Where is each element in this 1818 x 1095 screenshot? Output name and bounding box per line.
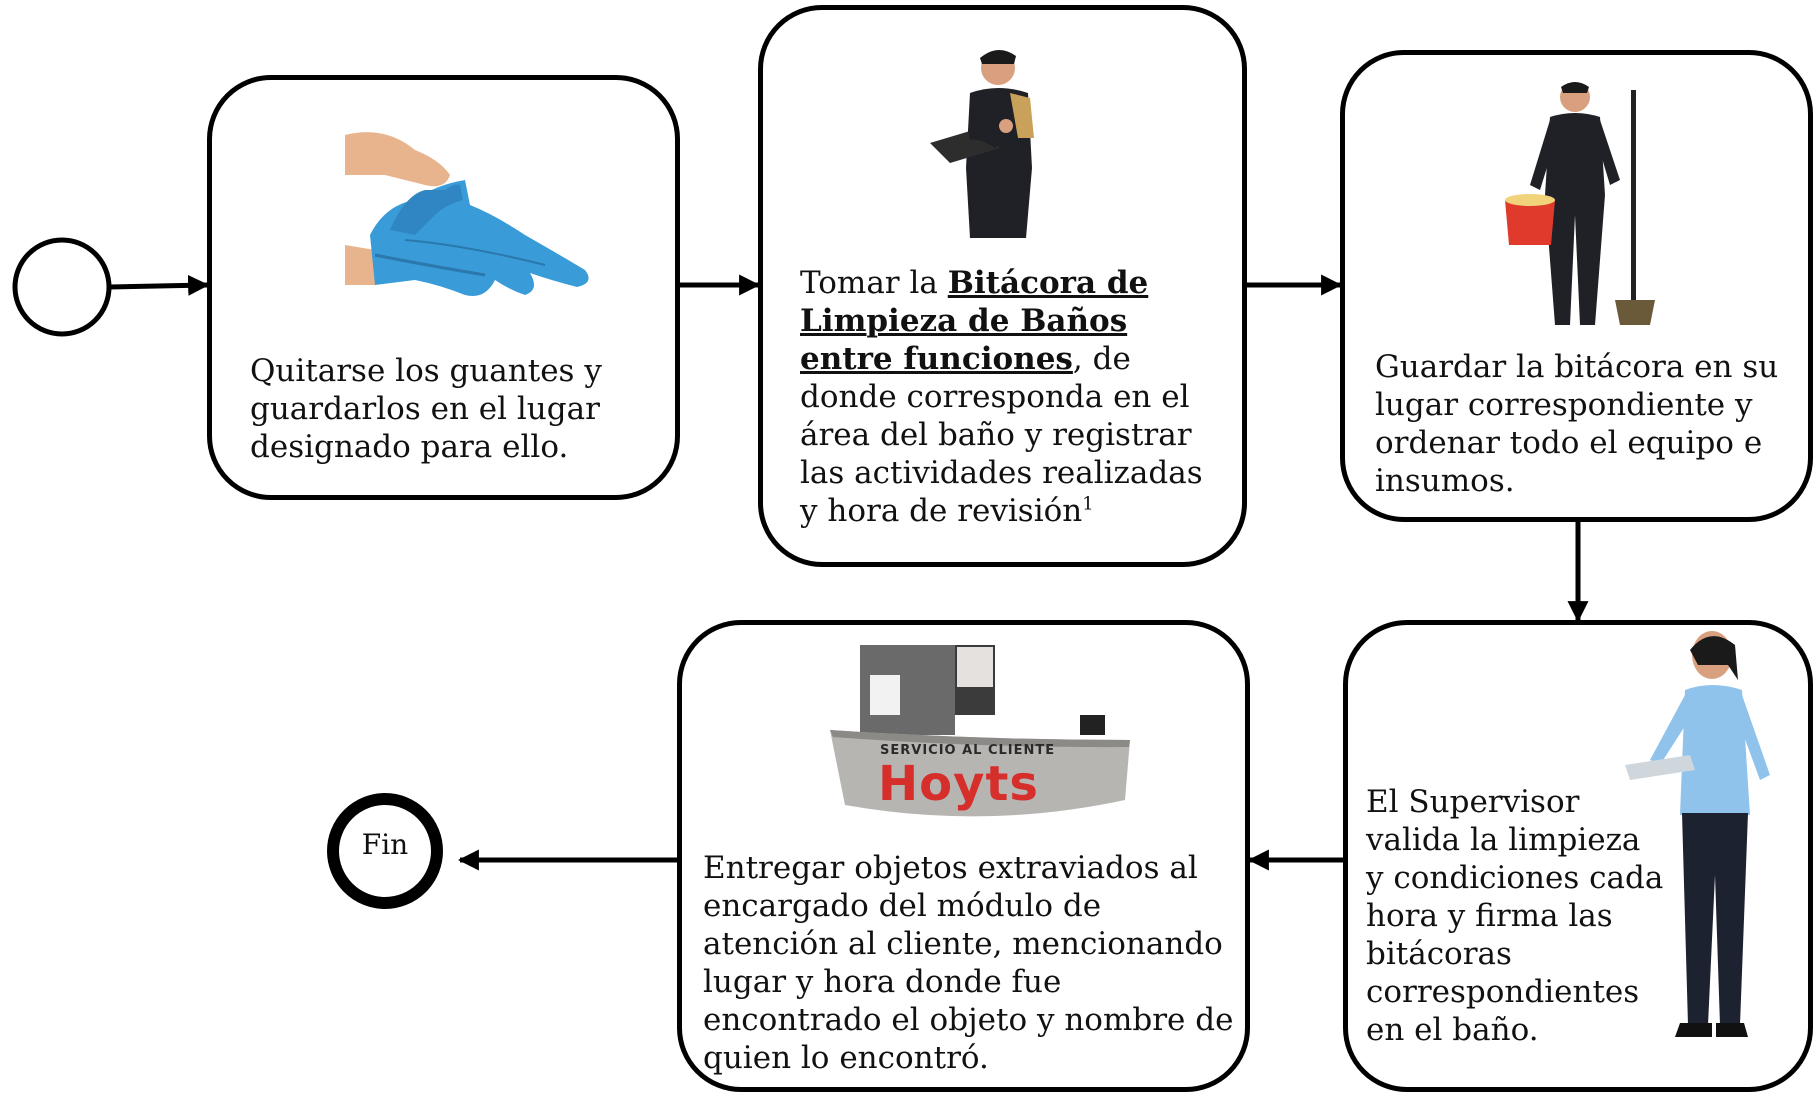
step-text-guardar-bitacora: Guardar la bitácora en su lugar correspo… — [1375, 349, 1779, 499]
staff-writing-on-clipboard-image — [930, 49, 1034, 238]
end-label: Fin — [361, 828, 409, 861]
desk-sign-top: SERVICIO AL CLIENTE — [880, 743, 1056, 758]
step-box-quitar-guantes — [207, 75, 680, 500]
step-text-entregar-objetos: Entregar objetos extraviados al encargad… — [703, 850, 1234, 1076]
customer-service-desk-image — [830, 645, 1130, 817]
footnote-mark: 1 — [1082, 493, 1094, 515]
start-event — [12, 237, 112, 337]
supervisor-with-clipboard-image — [1625, 631, 1770, 1037]
step-text-quitar-guantes: Quitarse los guantes y guardarlos en el … — [250, 353, 602, 465]
arrow-start-to-step1 — [109, 274, 210, 296]
bitacora-reference: Bitácora de Limpieza de Baños entre func… — [800, 265, 1149, 377]
desk-logo: Hoyts — [878, 756, 1039, 812]
end-event — [327, 793, 443, 909]
step-text-supervisor-valida: El Supervisor valida la limpieza y condi… — [1366, 784, 1664, 1048]
step-text-tomar-bitacora: Tomar la Bitácora de Limpieza de Baños e… — [800, 265, 1203, 529]
staff-with-bucket-and-broom-image — [1505, 82, 1655, 325]
blue-gloves-hands-image — [345, 132, 589, 296]
